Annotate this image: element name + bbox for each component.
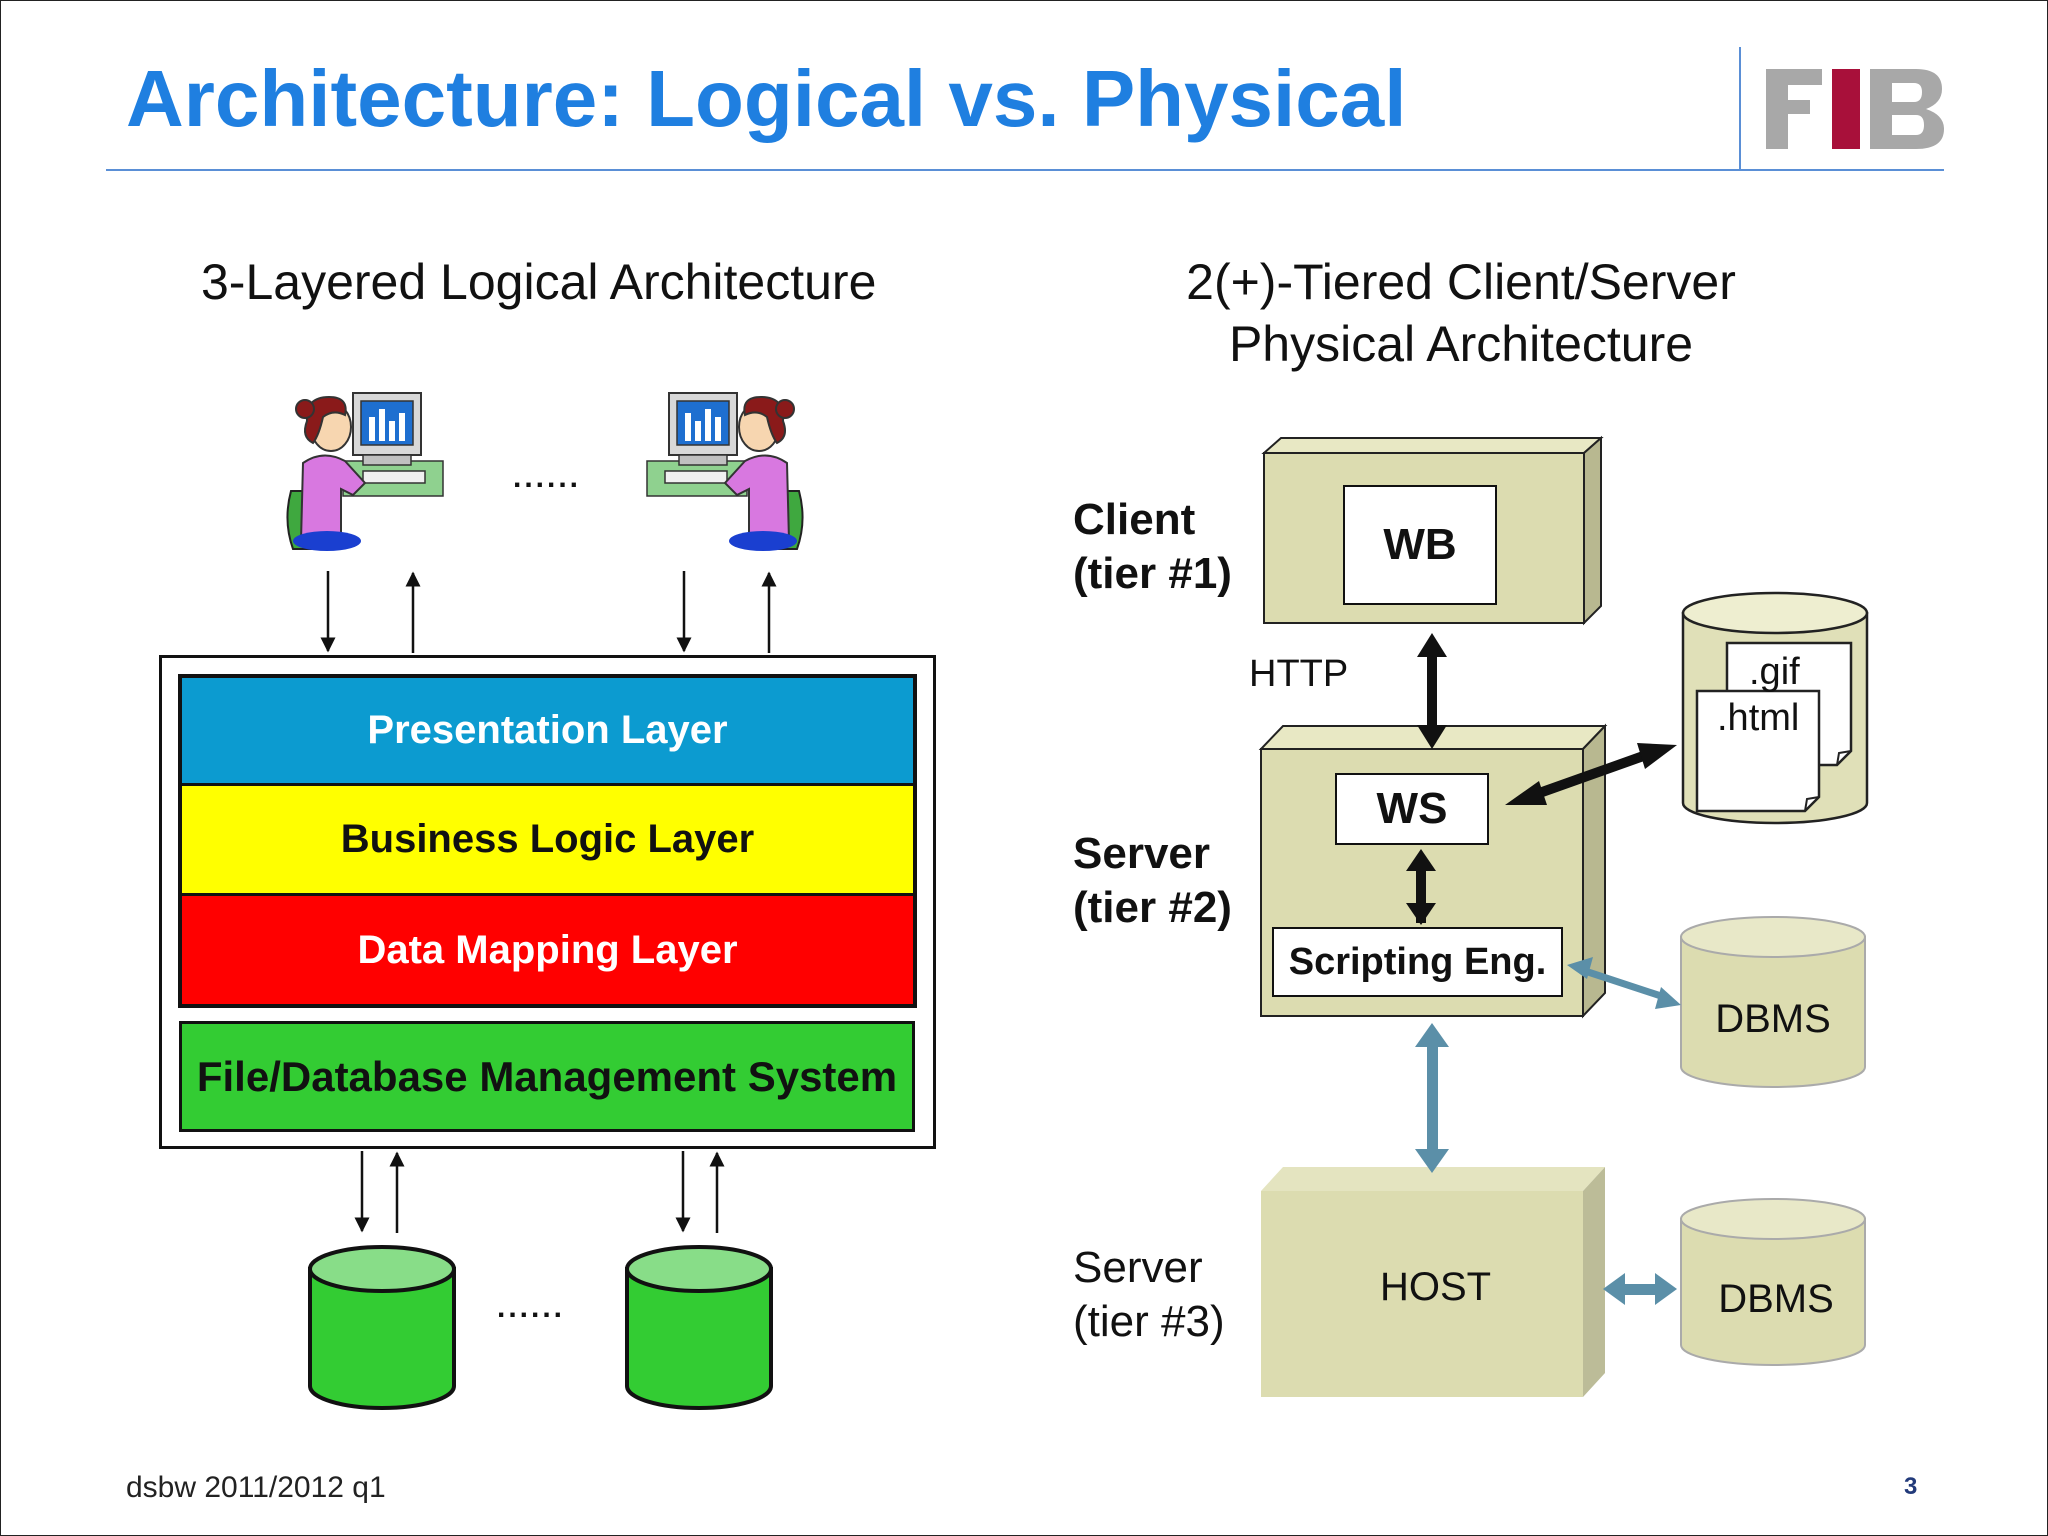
ws-files-double-arrow (1505, 743, 1677, 805)
page-number: 3 (1904, 1473, 1918, 1500)
ws-script-double-arrow (1406, 849, 1436, 925)
script-dbms-double-arrow (1567, 957, 1681, 1009)
client-tier-box (1261, 435, 1604, 626)
green-database-2 (625, 1245, 773, 1410)
physical-heading: 2(+)-Tiered Client/Server Physical Archi… (1151, 251, 1771, 375)
logo-separator (1739, 47, 1741, 169)
server-tier3-line1: Server (1073, 1243, 1203, 1292)
dbms-tier2-label: DBMS (1715, 997, 1831, 1041)
layer-stack: Presentation Layer Business Logic Layer … (178, 674, 917, 1008)
business-logic-layer: Business Logic Layer (182, 786, 913, 896)
host-tier-box (1261, 1167, 1605, 1397)
web-browser-box: WB (1343, 485, 1497, 605)
client-tier-label: Client (tier #1) (1073, 493, 1232, 601)
logical-heading: 3-Layered Logical Architecture (201, 251, 876, 313)
gif-label: .gif (1749, 651, 1800, 693)
server-tier2-line2: (tier #2) (1073, 883, 1232, 932)
server-tier3-line2: (tier #3) (1073, 1297, 1225, 1346)
file-database-management-system: File/Database Management System (179, 1021, 915, 1132)
user-left-icon (286, 392, 444, 552)
footer-text: dsbw 2011/2012 q1 (126, 1471, 386, 1504)
html-label: .html (1717, 697, 1800, 739)
dbms-tier3-label: DBMS (1718, 1277, 1834, 1321)
physical-heading-line1: 2(+)-Tiered Client/Server (1186, 254, 1736, 310)
databases-ellipsis: ...... (497, 1291, 566, 1324)
presentation-layer: Presentation Layer (182, 678, 913, 786)
web-server-box: WS (1335, 773, 1489, 845)
data-mapping-layer: Data Mapping Layer (182, 896, 913, 1004)
html-document-icon (1695, 689, 1821, 813)
tier2-host-double-arrow (1415, 1023, 1449, 1173)
dbms-tier2-cylinder (1680, 916, 1866, 1088)
green-database-1 (308, 1245, 456, 1410)
server-tier3-label: Server (tier #3) (1073, 1241, 1225, 1349)
http-double-arrow (1417, 633, 1447, 749)
users-ellipsis: ...... (513, 461, 582, 494)
http-label: HTTP (1249, 653, 1349, 695)
server-tier2-label: Server (tier #2) (1073, 827, 1232, 935)
title-rule (106, 169, 1944, 171)
scripting-engine-box: Scripting Eng. (1272, 927, 1563, 997)
client-tier-line2: (tier #1) (1073, 549, 1232, 598)
logical-heading-text: 3-Layered Logical Architecture (201, 254, 877, 310)
host-dbms-double-arrow (1603, 1273, 1677, 1305)
fib-logo (1766, 69, 1944, 149)
dbms-tier3-cylinder (1680, 1198, 1866, 1366)
client-tier-line1: Client (1073, 495, 1196, 544)
slide-title: Architecture: Logical vs. Physical (126, 54, 1407, 143)
server-tier2-line1: Server (1073, 829, 1211, 878)
user-right-icon (646, 392, 804, 552)
physical-heading-line2: Physical Architecture (1228, 316, 1694, 372)
host-label: HOST (1380, 1265, 1492, 1309)
